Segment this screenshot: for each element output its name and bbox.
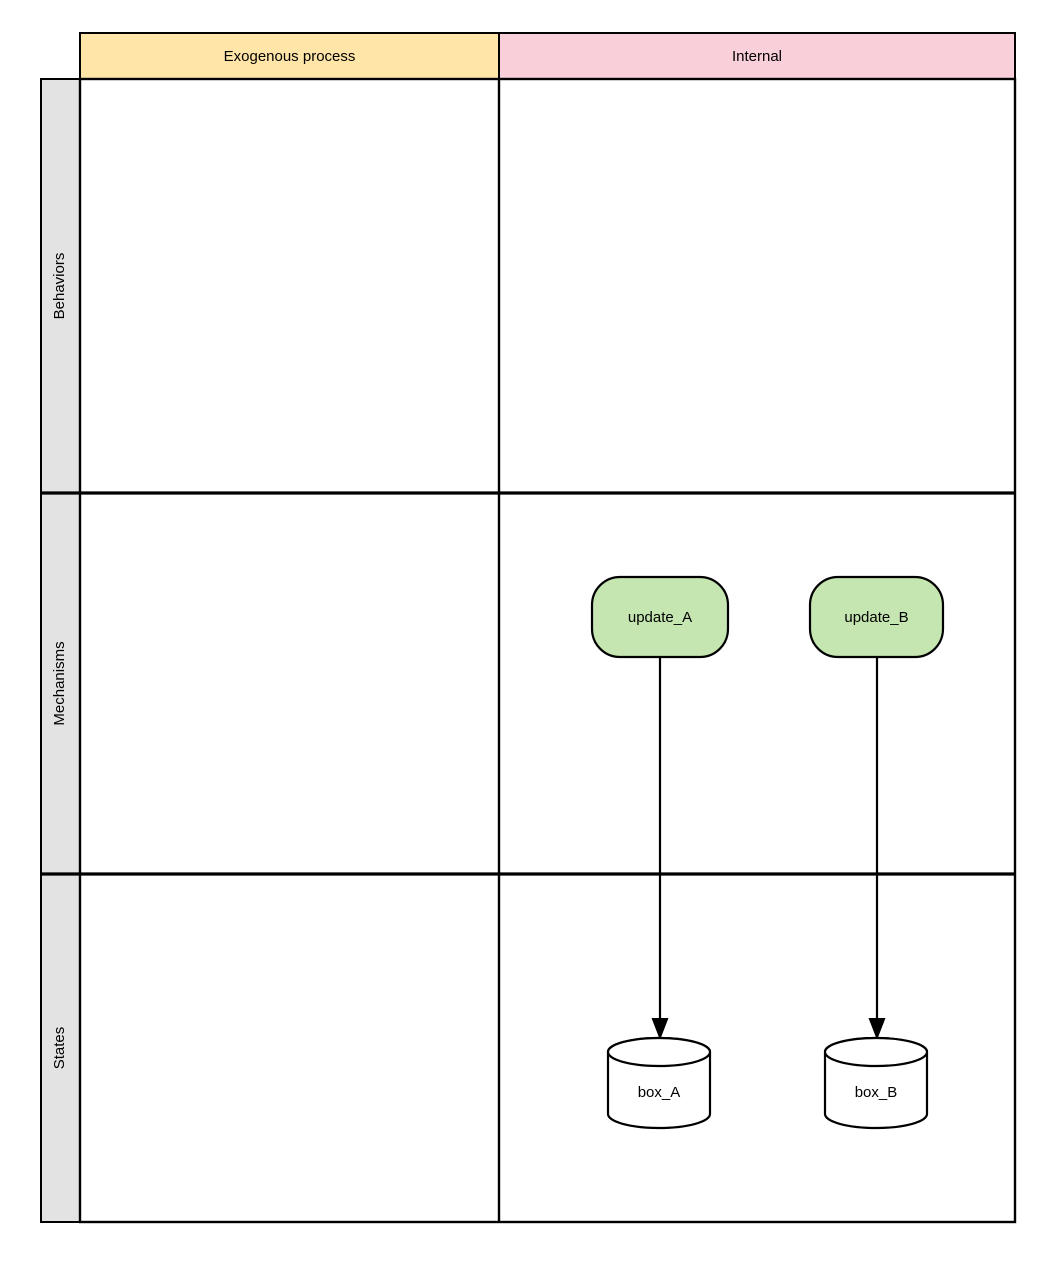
column-header-internal-label: Internal — [732, 48, 782, 65]
row-label-states: States — [51, 1027, 68, 1070]
node-update-b[interactable]: update_B — [808, 575, 945, 659]
node-update-a-label: update_A — [628, 609, 692, 626]
node-box-b-top-rim — [823, 1036, 929, 1068]
row-label-band-states — [40, 873, 81, 1223]
row-label-behaviors: Behaviors — [51, 253, 68, 320]
grid-body-outline — [78, 77, 1017, 1224]
node-box-a-top-rim — [606, 1036, 712, 1068]
node-box-b-label: box_B — [855, 1084, 898, 1101]
grid-structure — [41, 77, 1017, 1224]
edge-update-a-box-a-arrowhead — [651, 1018, 669, 1040]
column-headers: Exogenous process Internal — [79, 32, 1016, 80]
node-update-b-shape — [808, 575, 945, 659]
row-label-bands: Behaviors Mechanisms States — [40, 78, 81, 1223]
node-update-a[interactable]: update_A — [590, 575, 730, 659]
node-update-b-label: update_B — [844, 609, 908, 626]
node-box-a[interactable]: box_A — [606, 1036, 712, 1130]
column-header-internal-band — [498, 32, 1016, 80]
node-box-b[interactable]: box_B — [823, 1036, 929, 1130]
row-label-mechanisms: Mechanisms — [51, 641, 68, 725]
edges — [651, 657, 886, 1040]
column-header-exogenous-label: Exogenous process — [224, 48, 356, 65]
edge-update-b-box-b-arrowhead — [868, 1018, 886, 1040]
node-update-a-shape — [590, 575, 730, 659]
node-box-a-label: box_A — [638, 1084, 681, 1101]
edge-update-b-box-b[interactable] — [868, 657, 886, 1040]
column-header-exogenous-band — [79, 32, 500, 80]
edge-update-a-box-a[interactable] — [651, 657, 669, 1040]
